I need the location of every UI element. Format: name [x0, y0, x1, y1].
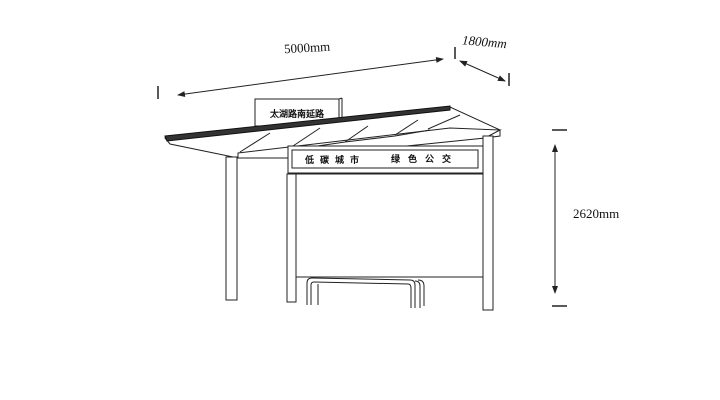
depth-dimension: 1800mm [459, 32, 510, 86]
bench [306, 277, 425, 308]
banner-left-text: 低碳城市 [304, 154, 365, 166]
top-sign-text: 太湖路南延路 [269, 108, 325, 120]
panel-left-post [286, 173, 297, 303]
right-post [482, 135, 494, 311]
depth-label: 1800mm [461, 32, 507, 51]
height-dimension: 2620mm [552, 129, 619, 307]
length-label: 5000mm [284, 39, 331, 56]
banner-right-text: 绿色公交 [391, 153, 459, 165]
left-post [225, 156, 238, 301]
back-panel: 低碳城市 绿色公交 [286, 135, 494, 311]
height-label: 2620mm [573, 206, 619, 221]
length-dimension: 5000mm [157, 39, 456, 99]
